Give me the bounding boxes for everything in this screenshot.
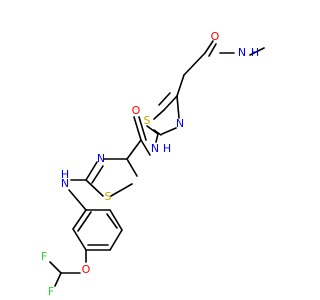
atom-s-thiazole1: S xyxy=(144,114,151,127)
atom-n-thiazole2: N xyxy=(97,152,105,165)
atom-f1: F xyxy=(41,250,47,263)
atom-n-methyl-label: N xyxy=(238,46,246,59)
atom-o-amide1: O xyxy=(211,30,220,43)
atom-n-methyl-h: H xyxy=(251,46,259,59)
molecule-diagram: N H O S N N H O N S H N O F F xyxy=(41,30,265,298)
atom-n-aniline-h: H xyxy=(61,168,69,181)
atom-n-aniline-label: N xyxy=(61,177,69,190)
atom-labels: N H O S N N H O N S H N O F F xyxy=(41,30,259,298)
atom-n-amide2: N H xyxy=(151,142,171,155)
bonds xyxy=(49,40,265,287)
atom-f2: F xyxy=(48,285,54,298)
atom-n-amide2-label: N xyxy=(151,142,159,155)
atom-n-methyl: N H xyxy=(236,45,259,59)
atom-o-amide2: O xyxy=(132,104,141,117)
atom-n-amide2-h: H xyxy=(163,142,171,155)
atom-s-thiazole2: S xyxy=(105,190,112,203)
atom-n-thiazole1: N xyxy=(176,117,184,130)
molecule-canvas: N H O S N N H O N S H N O F F xyxy=(41,30,265,298)
atom-o-ether: O xyxy=(82,263,91,276)
atom-n-aniline: H N xyxy=(61,168,69,190)
